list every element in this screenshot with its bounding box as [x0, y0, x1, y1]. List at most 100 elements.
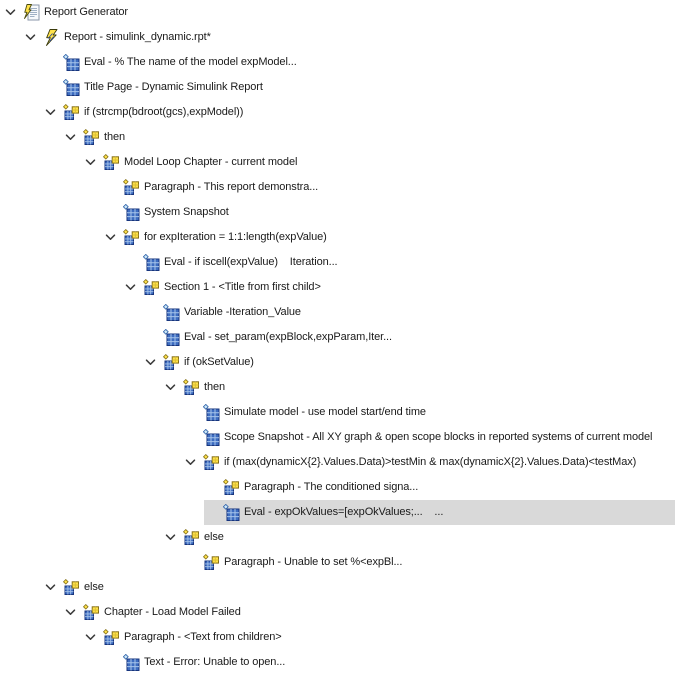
tree-row-label: Model Loop Chapter - current model: [124, 156, 298, 168]
chevron-down-icon[interactable]: [184, 456, 197, 469]
chevron-down-icon[interactable]: [104, 231, 117, 244]
tree-row[interactable]: Paragraph - Unable to set %<expBl...: [0, 550, 675, 575]
selection-highlight: [204, 500, 675, 525]
tree-row-label: Report Generator: [44, 6, 128, 18]
tree-row-label: Eval - expOkValues=[expOkValues;... ...: [244, 506, 444, 518]
tree-row-label: Section 1 - <Title from first child>: [164, 281, 321, 293]
tree-row-label: Simulate model - use model start/end tim…: [224, 406, 426, 418]
group-icon: [62, 103, 80, 121]
tree-row[interactable]: Report - simulink_dynamic.rpt*: [0, 25, 675, 50]
tree-row-label: then: [204, 381, 226, 393]
report-generator-icon: [23, 4, 40, 21]
tree-row[interactable]: Section 1 - <Title from first child>: [0, 275, 675, 300]
group-icon: [202, 453, 220, 471]
group-icon: [142, 278, 160, 296]
chevron-down-icon[interactable]: [124, 281, 137, 294]
tree-row-label: Title Page - Dynamic Simulink Report: [84, 81, 263, 93]
tree-row-label: Scope Snapshot - All XY graph & open sco…: [224, 431, 653, 443]
component-icon: [222, 503, 240, 521]
group-icon: [122, 178, 140, 196]
component-icon: [122, 653, 140, 671]
group-icon: [82, 603, 100, 621]
tree-row-label: if (strcmp(bdroot(gcs),expModel)): [84, 106, 244, 118]
group-icon: [122, 228, 140, 246]
tree-row-label: else: [204, 531, 224, 543]
tree-row[interactable]: System Snapshot: [0, 200, 675, 225]
tree-row[interactable]: for expIteration = 1:1:length(expValue): [0, 225, 675, 250]
tree-row-label: Text - Error: Unable to open...: [144, 656, 286, 668]
tree-row[interactable]: if (okSetValue): [0, 350, 675, 375]
component-icon: [202, 428, 220, 446]
tree-row[interactable]: Eval - % The name of the model expModel.…: [0, 50, 675, 75]
tree-row-label: Chapter - Load Model Failed: [104, 606, 241, 618]
group-icon: [162, 353, 180, 371]
tree-row-label: Eval - % The name of the model expModel.…: [84, 56, 297, 68]
tree-row[interactable]: Paragraph - The conditioned signa...: [0, 475, 675, 500]
tree-row-label: Paragraph - <Text from children>: [124, 631, 282, 643]
selection-highlight: [64, 125, 675, 150]
component-icon: [162, 303, 180, 321]
chevron-down-icon[interactable]: [84, 156, 97, 169]
component-icon: [142, 253, 160, 271]
chevron-down-icon[interactable]: [44, 106, 57, 119]
group-icon: [182, 528, 200, 546]
chevron-down-icon[interactable]: [44, 581, 57, 594]
tree-row[interactable]: Eval - expOkValues=[expOkValues;... ...: [0, 500, 675, 525]
tree-row[interactable]: else: [0, 575, 675, 600]
chevron-down-icon[interactable]: [64, 131, 77, 144]
chevron-down-icon[interactable]: [164, 381, 177, 394]
tree-row-label: if (max(dynamicX{2}.Values.Data)>testMin…: [224, 456, 637, 468]
chevron-down-icon[interactable]: [4, 6, 17, 19]
chevron-down-icon[interactable]: [24, 31, 37, 44]
tree-row[interactable]: if (max(dynamicX{2}.Values.Data)>testMin…: [0, 450, 675, 475]
selection-highlight: [164, 375, 675, 400]
tree-row-label: Paragraph - The conditioned signa...: [244, 481, 419, 493]
tree-row[interactable]: Model Loop Chapter - current model: [0, 150, 675, 175]
chevron-down-icon[interactable]: [84, 631, 97, 644]
chevron-down-icon[interactable]: [164, 531, 177, 544]
tree-row[interactable]: if (strcmp(bdroot(gcs),expModel)): [0, 100, 675, 125]
component-icon: [122, 203, 140, 221]
component-icon: [62, 78, 80, 96]
tree-row-label: Variable -Iteration_Value: [184, 306, 301, 318]
tree-row[interactable]: Title Page - Dynamic Simulink Report: [0, 75, 675, 100]
tree-row-label: else: [84, 581, 104, 593]
tree-row[interactable]: then: [0, 125, 675, 150]
tree-row-label: Paragraph - Unable to set %<expBl...: [224, 556, 403, 568]
tree-row[interactable]: then: [0, 375, 675, 400]
chevron-down-icon[interactable]: [64, 606, 77, 619]
chevron-down-icon[interactable]: [144, 356, 157, 369]
tree-row[interactable]: Report Generator: [0, 0, 675, 25]
group-icon: [82, 128, 100, 146]
group-icon: [222, 478, 240, 496]
group-icon: [202, 553, 220, 571]
tree-row-label: for expIteration = 1:1:length(expValue): [144, 231, 327, 243]
tree-row-label: Eval - set_param(expBlock,expParam,Iter.…: [184, 331, 392, 343]
tree-row-label: System Snapshot: [144, 206, 229, 218]
tree-row-label: then: [104, 131, 126, 143]
group-icon: [182, 378, 200, 396]
component-icon: [162, 328, 180, 346]
selection-highlight: [164, 525, 675, 550]
tree-row[interactable]: Variable -Iteration_Value: [0, 300, 675, 325]
group-icon: [102, 628, 120, 646]
tree-row[interactable]: Chapter - Load Model Failed: [0, 600, 675, 625]
component-icon: [202, 403, 220, 421]
tree-row[interactable]: else: [0, 525, 675, 550]
component-icon: [62, 53, 80, 71]
tree-row-label: Paragraph - This report demonstra...: [144, 181, 319, 193]
tree-row-label: Eval - if iscell(expValue) Iteration...: [164, 256, 338, 268]
group-icon: [102, 153, 120, 171]
tree-row[interactable]: Eval - if iscell(expValue) Iteration...: [0, 250, 675, 275]
tree-row[interactable]: Text - Error: Unable to open...: [0, 650, 675, 675]
tree-row[interactable]: Paragraph - This report demonstra...: [0, 175, 675, 200]
group-icon: [62, 578, 80, 596]
tree-row[interactable]: Scope Snapshot - All XY graph & open sco…: [0, 425, 675, 450]
tree-row[interactable]: Simulate model - use model start/end tim…: [0, 400, 675, 425]
tree-row[interactable]: Eval - set_param(expBlock,expParam,Iter.…: [0, 325, 675, 350]
report-icon: [43, 29, 60, 46]
selection-highlight: [44, 575, 675, 600]
tree-row[interactable]: Paragraph - <Text from children>: [0, 625, 675, 650]
tree-row-label: Report - simulink_dynamic.rpt*: [64, 31, 211, 43]
